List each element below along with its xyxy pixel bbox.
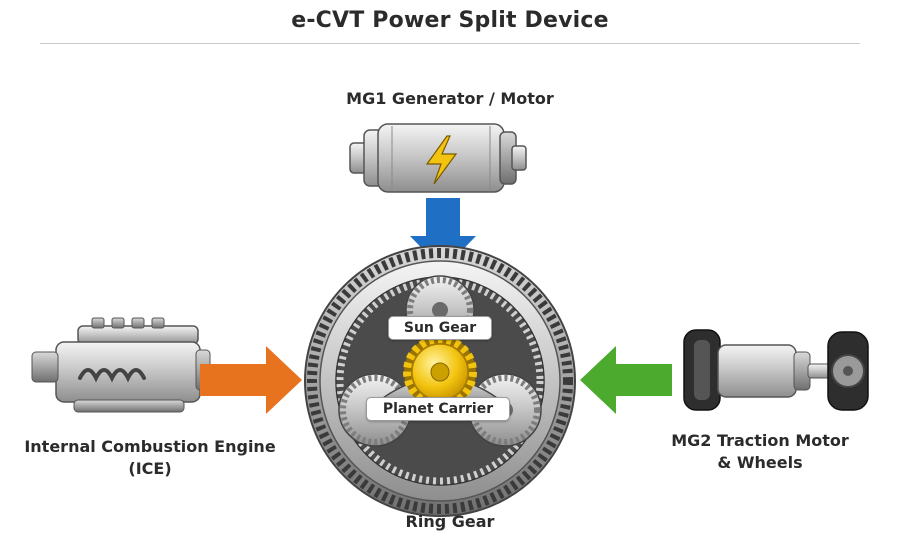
sun-gear-label: Sun Gear [388, 316, 492, 340]
lightning-bolt-icon [425, 135, 458, 185]
planet-carrier-label: Planet Carrier [366, 397, 510, 421]
ice-label-line1: Internal Combustion Engine [24, 437, 276, 456]
mg1-label: MG1 Generator / Motor [346, 89, 554, 108]
mg2-label-line2: & Wheels [717, 453, 803, 472]
ice-label-line2: (ICE) [128, 459, 172, 478]
mg1-motor-icon [349, 123, 527, 193]
diagram-title: e-CVT Power Split Device [291, 8, 609, 33]
title-divider [40, 43, 860, 44]
engine-icon [31, 317, 211, 413]
mg2-motor-wheels-icon [683, 329, 869, 411]
ice-label: Internal Combustion Engine (ICE) [0, 436, 300, 480]
mg2-label-line1: MG2 Traction Motor [671, 431, 849, 450]
mg2-label: MG2 Traction Motor & Wheels [640, 430, 880, 474]
mg2-arrow [580, 346, 672, 414]
ice-arrow [200, 346, 302, 414]
ring-gear-label: Ring Gear [405, 512, 495, 531]
